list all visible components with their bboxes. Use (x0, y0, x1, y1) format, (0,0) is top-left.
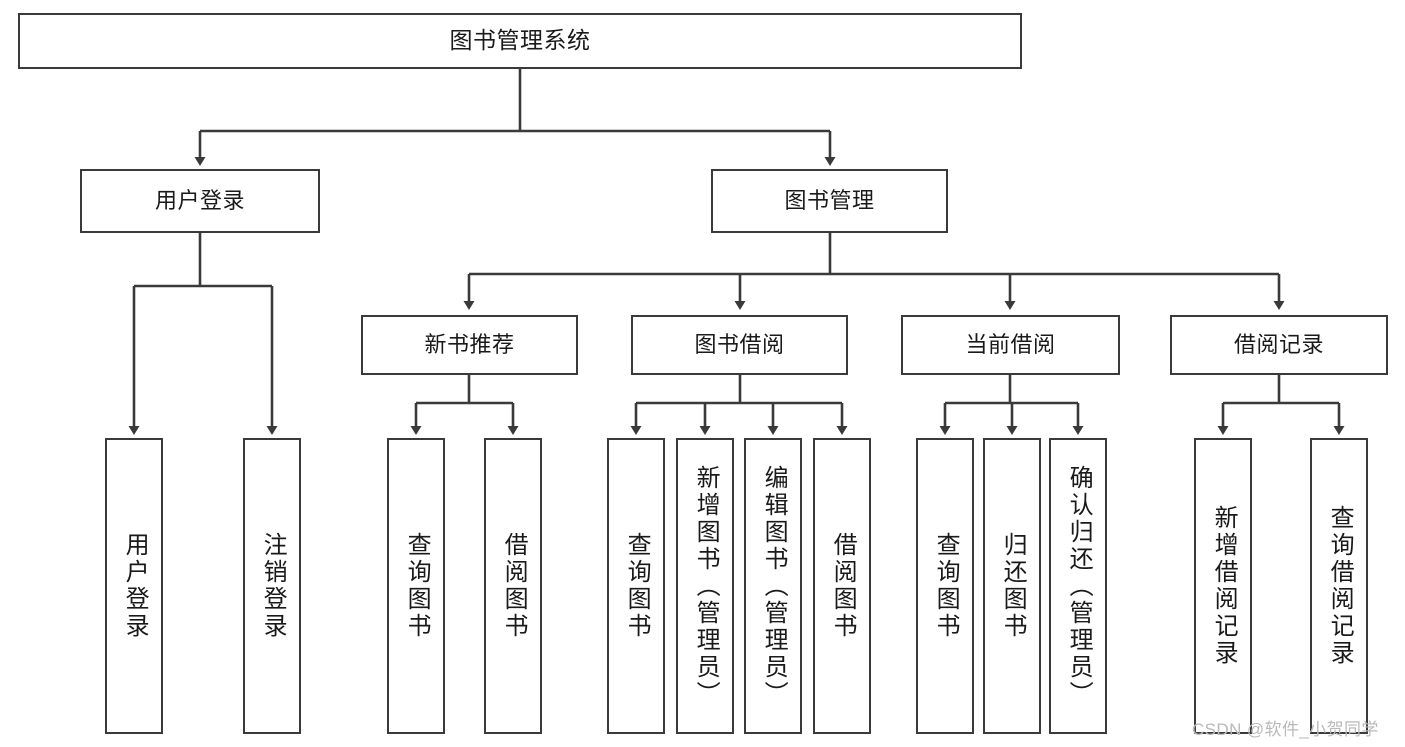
node-book-management[interactable]: 图书管理 (711, 169, 948, 233)
node-new-book-recommend[interactable]: 新书推荐 (361, 315, 578, 375)
node-root[interactable]: 图书管理系统 (18, 13, 1022, 69)
node-user-login-label: 用户登录 (154, 188, 245, 214)
leaf-borrow-book-recommend[interactable]: 借阅图书 (484, 438, 542, 734)
leaf-query-book-current[interactable]: 查询图书 (916, 438, 974, 734)
leaf-query-book-borrow[interactable]: 查询图书 (607, 438, 665, 734)
leaf-edit-book-admin-label: 编辑图书（管理员） (760, 464, 788, 708)
node-user-login[interactable]: 用户登录 (80, 169, 320, 233)
watermark: CSDN @软件_小贺同学 (1192, 720, 1379, 739)
leaf-return-book[interactable]: 归还图书 (983, 438, 1041, 734)
leaf-confirm-return-admin[interactable]: 确认归还（管理员） (1049, 438, 1107, 734)
leaf-add-book-admin[interactable]: 新增图书（管理员） (676, 438, 734, 734)
leaf-borrow-book-label: 借阅图书 (829, 532, 857, 640)
leaf-query-book-recommend-label: 查询图书 (403, 532, 431, 640)
node-current-borrow-label: 当前借阅 (965, 332, 1056, 358)
node-book-management-label: 图书管理 (784, 188, 875, 214)
leaf-user-login[interactable]: 用户登录 (105, 438, 163, 734)
node-borrow-records[interactable]: 借阅记录 (1170, 315, 1388, 375)
leaf-edit-book-admin[interactable]: 编辑图书（管理员） (744, 438, 802, 734)
node-root-label: 图书管理系统 (449, 27, 591, 54)
leaf-query-book-current-label: 查询图书 (932, 532, 960, 640)
leaf-confirm-return-admin-label: 确认归还（管理员） (1065, 464, 1093, 708)
leaf-user-login-label: 用户登录 (121, 532, 149, 640)
node-current-borrow[interactable]: 当前借阅 (901, 315, 1120, 375)
leaf-query-borrow-record[interactable]: 查询借阅记录 (1310, 438, 1368, 734)
node-book-borrow[interactable]: 图书借阅 (631, 315, 848, 375)
leaf-logout[interactable]: 注销登录 (243, 438, 301, 734)
leaf-add-book-admin-label: 新增图书（管理员） (692, 464, 720, 708)
leaf-return-book-label: 归还图书 (999, 532, 1027, 640)
leaf-query-book-recommend[interactable]: 查询图书 (387, 438, 445, 734)
leaf-borrow-book-recommend-label: 借阅图书 (500, 532, 528, 640)
node-book-borrow-label: 图书借阅 (694, 332, 785, 358)
leaf-logout-label: 注销登录 (259, 532, 287, 640)
leaf-query-book-borrow-label: 查询图书 (623, 532, 651, 640)
leaf-query-borrow-record-label: 查询借阅记录 (1326, 505, 1354, 667)
node-borrow-records-label: 借阅记录 (1233, 332, 1324, 358)
leaf-add-borrow-record-label: 新增借阅记录 (1210, 505, 1238, 667)
node-new-book-recommend-label: 新书推荐 (424, 332, 515, 358)
leaf-add-borrow-record[interactable]: 新增借阅记录 (1194, 438, 1252, 734)
leaf-borrow-book[interactable]: 借阅图书 (813, 438, 871, 734)
